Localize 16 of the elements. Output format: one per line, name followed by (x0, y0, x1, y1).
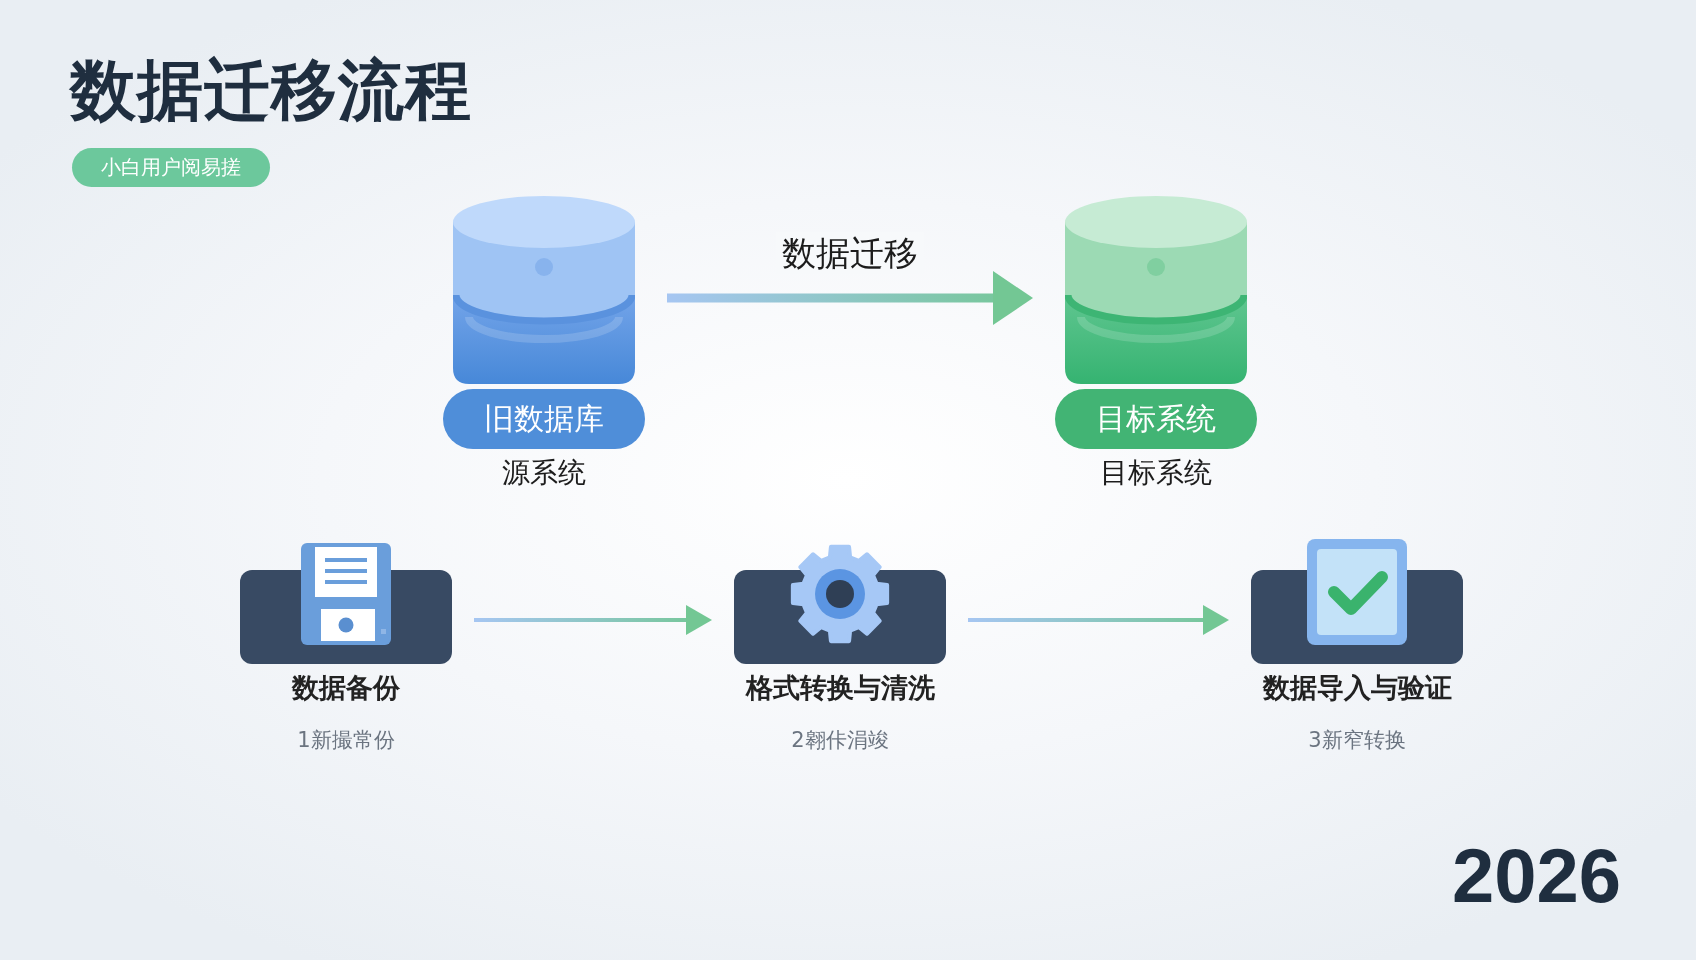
year-label: 2026 (1452, 832, 1622, 920)
arrow (474, 605, 712, 635)
step-note: 1新撮常份 (296, 727, 396, 754)
system-label: 目标系统 (1055, 389, 1257, 449)
step-note: 3新窄转换 (1307, 727, 1407, 754)
title: 数据迁移流程 (70, 51, 472, 131)
step-title: 数据导入与验证 (1261, 671, 1453, 705)
system-label: 旧数据库 (443, 389, 645, 449)
subtitle-tag: 小白用户阅易搓 (72, 148, 270, 187)
step-title: 格式转换与清洗 (744, 671, 936, 705)
arrow (667, 271, 1033, 325)
arrow (968, 605, 1229, 635)
system-subtitle: 目标系统 (1099, 455, 1213, 491)
system-subtitle: 源系统 (501, 455, 587, 491)
step-title: 数据备份 (290, 671, 401, 705)
step-note: 2翱佧涓竣 (790, 727, 890, 754)
